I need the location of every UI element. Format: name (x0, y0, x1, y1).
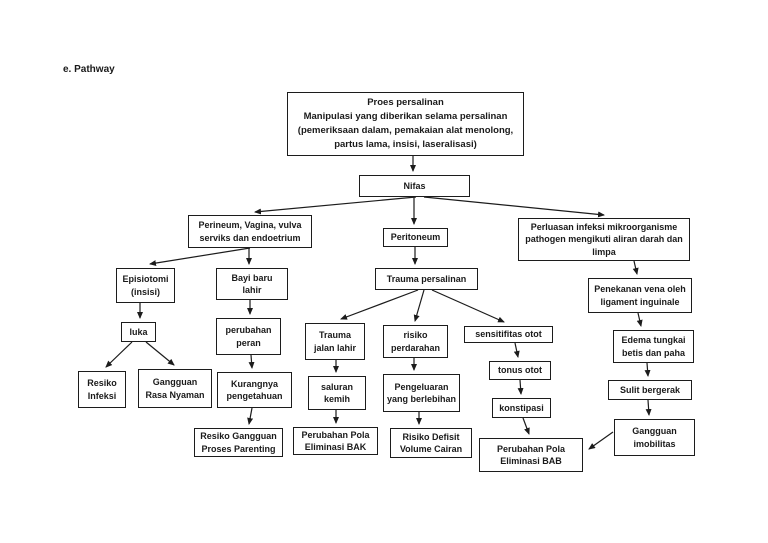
node-perubahan-pola-bak: Perubahan Pola Eliminasi BAK (293, 427, 378, 455)
node-tonus-otot: tonus otot (489, 361, 551, 380)
node-resiko-infeksi: Resiko Infeksi (78, 371, 126, 408)
edge-sensitifitas-tonus (513, 342, 520, 358)
edge-trauma-perdarahan (413, 289, 425, 322)
edge-trauma-sensitifitas (431, 289, 505, 323)
node-risiko-perdarahan: risiko perdarahan (383, 325, 448, 358)
node-sulit-bergerak: Sulit bergerak (608, 380, 692, 400)
edge-perubahan-kurangnya (248, 354, 255, 369)
node-nifas: Nifas (359, 175, 470, 197)
page-title: e. Pathway (63, 64, 115, 75)
node-perubahan-pola-bab: Perubahan Pola Eliminasi BAB (479, 438, 583, 472)
node-gangguan-rasa-nyaman: Gangguan Rasa Nyaman (138, 369, 212, 408)
node-konstipasi: konstipasi (492, 398, 551, 418)
edge-nifas-perineum (254, 196, 417, 215)
node-risiko-defisit-cairan: Risiko Defisit Volume Cairan (390, 428, 472, 458)
node-perineum: Perineum, Vagina, vulva serviks dan endo… (188, 215, 312, 248)
node-episiotomi: Episiotomi (insisi) (116, 268, 175, 303)
edge-edema-sulit (644, 362, 651, 377)
node-luka: luka (121, 322, 156, 342)
edge-penekanan-edema (636, 312, 643, 327)
node-perubahan-peran: perubahan peran (216, 318, 281, 355)
node-trauma-persalinan: Trauma persalinan (375, 268, 478, 290)
edge-trauma-jalan-lahir (340, 289, 419, 320)
node-bayi-baru-lahir: Bayi baru lahir (216, 268, 288, 300)
node-proses-persalinan: Proes persalinan Manipulasi yang diberik… (287, 92, 524, 156)
node-penekanan-vena: Penekanan vena oleh ligament inguinale (588, 278, 692, 313)
edge-kurangnya-parenting (247, 407, 254, 425)
node-resiko-gangguan-parenting: Resiko Gangguan Proses Parenting (194, 428, 283, 457)
edge-perineum-episiotomi (149, 247, 251, 267)
node-gangguan-imobilitas: Gangguan imobilitas (614, 419, 695, 456)
node-edema-tungkai: Edema tungkai betis dan paha (613, 330, 694, 363)
edge-sulit-imobilitas (645, 399, 652, 416)
edge-konstipasi-bab (522, 417, 530, 435)
node-pengeluaran-berlebihan: Pengeluaran yang berlebihan (383, 374, 460, 412)
edge-luka-resiko-infeksi (105, 341, 133, 368)
node-kurangnya-pengetahuan: Kurangnya pengetahuan (217, 372, 292, 408)
edge-nifas-perluasan (423, 196, 605, 218)
node-sensitifitas-otot: sensitifitas otot (464, 326, 553, 343)
node-saluran-kemih: saluran kemih (308, 376, 366, 410)
node-perluasan-infeksi: Perluasan infeksi mikroorganisme pathoge… (518, 218, 690, 261)
edge-luka-gangguan-rasa (145, 341, 175, 366)
edge-tonus-konstipasi (517, 379, 524, 395)
node-peritoneum: Peritoneum (383, 228, 448, 247)
edge-imobilitas-bab (588, 431, 614, 450)
node-trauma-jalan-lahir: Trauma jalan lahir (305, 323, 365, 360)
edge-perluasan-penekanan (632, 260, 639, 275)
